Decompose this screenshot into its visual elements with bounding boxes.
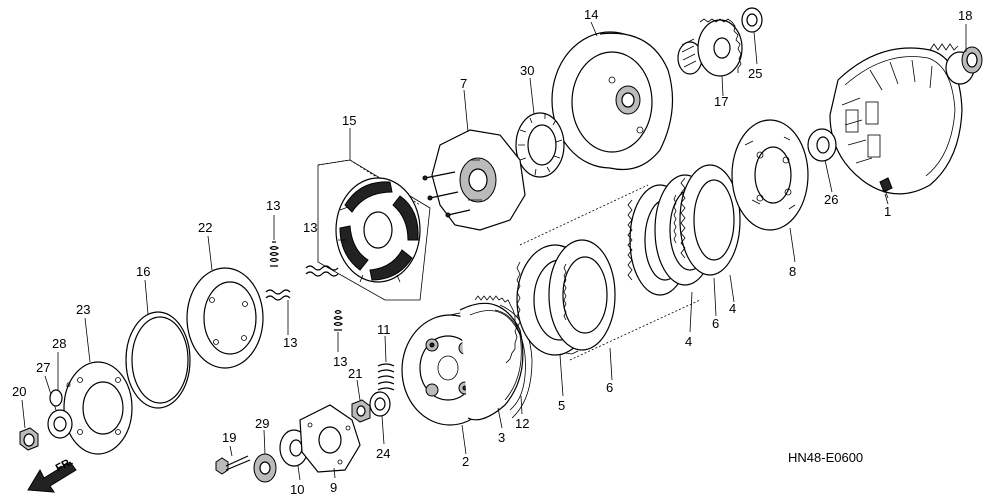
label-part-3: 3: [498, 430, 505, 445]
label-part-23: 23: [76, 302, 90, 317]
part-12-ring: [494, 304, 533, 419]
label-part-6a: 6: [606, 380, 613, 395]
label-part-8: 8: [789, 264, 796, 279]
part-25-washer: [741, 7, 763, 33]
diagram-code: HN48-E0600: [788, 450, 863, 465]
part-1-clutch-outer: [829, 43, 963, 199]
label-part-5: 5: [558, 398, 565, 413]
part-7-drive-plate: [422, 129, 526, 231]
part-15-centrifugal-clutch: [317, 159, 431, 301]
label-part-24: 24: [376, 446, 390, 461]
part-28-washer: [49, 352, 63, 407]
label-part-20: 20: [12, 384, 26, 399]
part-11-spring: [377, 335, 395, 391]
label-part-16: 16: [136, 264, 150, 279]
label-part-2: 2: [462, 454, 469, 469]
label-part-19: 19: [222, 430, 236, 445]
label-part-27: 27: [36, 360, 50, 375]
label-part-17: 17: [714, 94, 728, 109]
label-part-15: 15: [342, 113, 356, 128]
label-part-18: 18: [958, 8, 972, 23]
label-part-10: 10: [290, 482, 304, 497]
part-13-spring-b: [305, 265, 339, 277]
label-part-21: 21: [348, 366, 362, 381]
part-23-cover: ø: [63, 317, 133, 455]
part-17-drive-gear: [677, 18, 743, 77]
part-29-bearing: [253, 429, 277, 483]
label-part-9: 9: [330, 480, 337, 495]
part-8-pressure-plate: [731, 119, 809, 231]
part-16-gasket: [125, 279, 191, 409]
part-26-washer: [807, 128, 837, 162]
label-part-13c: 13: [283, 335, 297, 350]
part-13-spring-a: [269, 215, 280, 267]
part-13-spring-d: [333, 309, 344, 352]
label-part-12: 12: [515, 416, 529, 431]
part-27-washer: [44, 375, 73, 439]
label-part-29: 29: [255, 416, 269, 431]
svg-text:ø: ø: [66, 380, 71, 389]
label-part-14: 14: [584, 7, 598, 22]
label-part-11: 11: [377, 322, 391, 337]
part-4-friction-disc-b: [679, 164, 741, 276]
label-part-22: 22: [198, 220, 212, 235]
label-part-7: 7: [460, 76, 467, 91]
label-part-26: 26: [824, 192, 838, 207]
label-part-13d: 13: [333, 354, 347, 369]
label-part-1: 1: [884, 204, 891, 219]
part-24-washer: [369, 391, 391, 445]
part-30-one-way-clutch: [515, 112, 565, 178]
label-part-13b: 13: [303, 220, 317, 235]
part-21-nut: [351, 379, 371, 423]
part-18-collar: [945, 46, 983, 85]
part-22-plate: [186, 235, 264, 369]
part-6-clutch-plate: [548, 239, 616, 351]
part-labels: 14 30 7 15 13 13 13 13 22 16 23 28 27 20…: [12, 7, 972, 497]
label-part-4b: 4: [729, 301, 736, 316]
part-14-clutch-drum: [551, 31, 674, 171]
part-9-plate: [299, 404, 361, 479]
label-part-6b: 6: [712, 316, 719, 331]
part-19-bolt: [215, 445, 251, 475]
label-part-28: 28: [52, 336, 66, 351]
label-part-13a: 13: [266, 198, 280, 213]
label-part-4a: 4: [685, 334, 692, 349]
label-part-30: 30: [520, 63, 534, 78]
front-direction-arrow: FR.: [27, 456, 77, 493]
part-13-spring-c: [265, 289, 291, 335]
leader-lines: [349, 21, 967, 455]
part-20-nut: [19, 399, 39, 451]
part-3-gear-hub: [459, 295, 524, 421]
label-part-25: 25: [748, 66, 762, 81]
